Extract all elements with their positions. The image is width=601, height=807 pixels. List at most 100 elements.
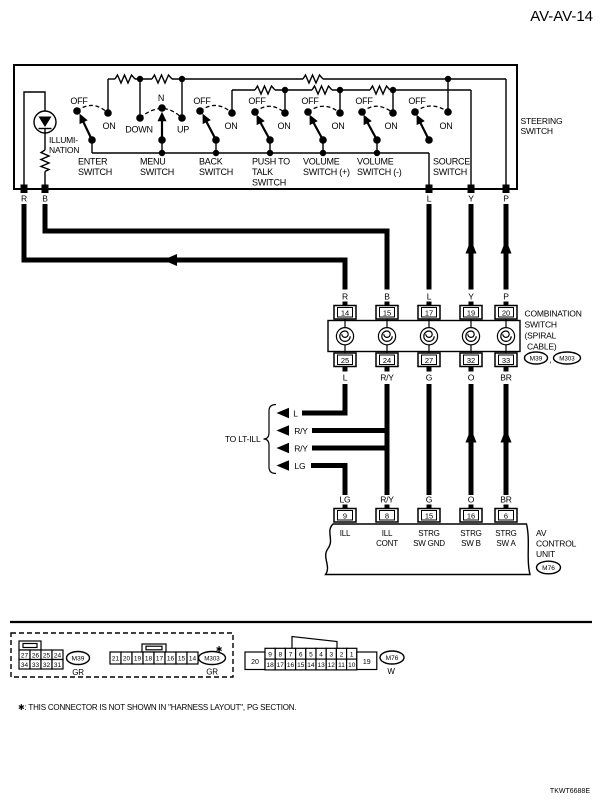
- svg-text:G: G: [426, 373, 432, 383]
- svg-text:CONTROL: CONTROL: [536, 539, 577, 549]
- svg-text:SWITCH: SWITCH: [199, 167, 233, 177]
- svg-text:SW A: SW A: [496, 539, 516, 548]
- resistor-icon: [151, 73, 173, 85]
- svg-text:24: 24: [383, 356, 391, 365]
- svg-text:SWITCH: SWITCH: [433, 167, 467, 177]
- svg-text:15: 15: [425, 511, 433, 520]
- up-arrow-icon: [500, 239, 512, 254]
- lever-arrow-icon: [416, 114, 425, 126]
- svg-text:DOWN: DOWN: [125, 125, 153, 135]
- svg-text:SOURCE: SOURCE: [433, 157, 470, 167]
- connector-m39: 27 26 25 24 34 33 32 31 M39 GR: [18, 640, 91, 677]
- svg-text:OFF: OFF: [70, 96, 88, 106]
- svg-text:2: 2: [340, 651, 344, 658]
- svg-text:M76: M76: [386, 655, 399, 662]
- resistor-icon: [369, 84, 391, 96]
- svg-text:SW B: SW B: [461, 539, 481, 548]
- svg-text:(SPIRAL: (SPIRAL: [525, 331, 557, 341]
- svg-text:20: 20: [123, 656, 131, 663]
- svg-text:10: 10: [348, 662, 356, 669]
- svg-text:ILL: ILL: [382, 529, 393, 538]
- av-pin-9: 9: [333, 507, 357, 523]
- steering-switch: STEERING SWITCH ILLUMI- NATION: [13, 64, 563, 193]
- comb-pin-15: 15: [375, 304, 399, 320]
- connector-ref-oval: [379, 650, 405, 665]
- wire-lg-branch: [311, 463, 348, 495]
- av-pin-8: 8: [375, 507, 399, 523]
- svg-text:N: N: [158, 93, 164, 103]
- comb-pin-19: 19: [459, 304, 483, 320]
- svg-text:L: L: [427, 292, 432, 302]
- svg-text:8: 8: [385, 511, 389, 520]
- svg-text:OFF: OFF: [355, 96, 373, 106]
- svg-text:8: 8: [278, 651, 282, 658]
- left-arrow-icon: [276, 425, 289, 436]
- page-title: AV-AV-14: [530, 8, 593, 25]
- steering-switch-label: STEERING: [521, 116, 563, 126]
- svg-text:CABLE): CABLE): [527, 342, 557, 352]
- svg-text:21: 21: [112, 656, 120, 663]
- svg-text:R: R: [342, 292, 348, 302]
- resistor-icon: [311, 84, 333, 96]
- svg-text:ON: ON: [278, 121, 291, 131]
- diagram-code: TKWT6688E: [550, 788, 590, 795]
- connector-color: GR: [206, 668, 218, 677]
- svg-text:15: 15: [383, 308, 391, 317]
- svg-text:LG: LG: [340, 495, 351, 505]
- connector-tab: [18, 640, 42, 651]
- comb-label: COMBINATION: [525, 309, 582, 319]
- svg-text:SWITCH: SWITCH: [525, 320, 557, 330]
- svg-text:ENTER: ENTER: [78, 157, 108, 167]
- svg-text:LG: LG: [295, 461, 306, 471]
- svg-text:O: O: [468, 373, 475, 383]
- resistor-icon: [254, 84, 276, 96]
- lever-arrow-icon: [157, 111, 167, 122]
- svg-text:STRG: STRG: [418, 529, 439, 538]
- svg-text:VOLUME: VOLUME: [357, 157, 394, 167]
- left-arrow-icon: [276, 442, 289, 454]
- volume-minus-switch: OFF ON VOLUME SWITCH (-): [355, 90, 402, 177]
- svg-text:SWITCH: SWITCH: [521, 126, 553, 136]
- svg-text:SWITCH: SWITCH: [252, 178, 286, 188]
- svg-text:6: 6: [504, 511, 508, 520]
- svg-text:L: L: [343, 373, 348, 383]
- to-lt-ill: TO LT-ILL L R/Y R/Y LG: [225, 403, 309, 475]
- resistor-icon: [114, 73, 136, 85]
- svg-text:ON: ON: [440, 121, 453, 131]
- comb-pin-24: 24: [375, 352, 399, 368]
- svg-text:14: 14: [307, 662, 315, 669]
- svg-text:ILL: ILL: [340, 529, 351, 538]
- svg-text:14: 14: [189, 656, 197, 663]
- connector-color: W: [387, 667, 395, 676]
- svg-text:SWITCH (-): SWITCH (-): [357, 167, 402, 177]
- svg-text:27: 27: [425, 356, 433, 365]
- connector-ref-m76: M76: [535, 560, 562, 575]
- svg-text:31: 31: [54, 662, 62, 669]
- illumination-label: ILLUMI-: [49, 135, 78, 145]
- connector-ref-m303: M303: [552, 351, 582, 365]
- svg-text:20: 20: [502, 308, 510, 317]
- svg-text:18: 18: [145, 656, 153, 663]
- lever-arrow-icon: [363, 114, 372, 126]
- av-unit-label: AV: [536, 528, 547, 538]
- push-to-talk-switch: OFF ON PUSH TO TALK SWITCH: [248, 90, 291, 188]
- svg-text:,: ,: [549, 355, 551, 365]
- combination-switch: R B L Y P 14 15 17 19: [327, 292, 582, 383]
- svg-text:ON: ON: [225, 121, 238, 131]
- wire-color-label: Y: [468, 194, 474, 204]
- spiral-cable-icons: [335, 319, 516, 353]
- svg-text:33: 33: [32, 662, 40, 669]
- av-pin-16: 16: [459, 507, 483, 523]
- svg-text:6: 6: [299, 651, 303, 658]
- menu-switch: N DOWN UP MENU SWITCH: [125, 79, 189, 177]
- svg-text:STRG: STRG: [495, 529, 516, 538]
- svg-text:L: L: [293, 408, 298, 418]
- svg-text:14: 14: [341, 308, 349, 317]
- lever-arrow-icon: [79, 113, 88, 125]
- svg-text:25: 25: [43, 653, 51, 660]
- steering-exit-pins: [20, 184, 510, 193]
- comb-pin-33: 33: [494, 352, 518, 368]
- svg-text:15: 15: [178, 656, 186, 663]
